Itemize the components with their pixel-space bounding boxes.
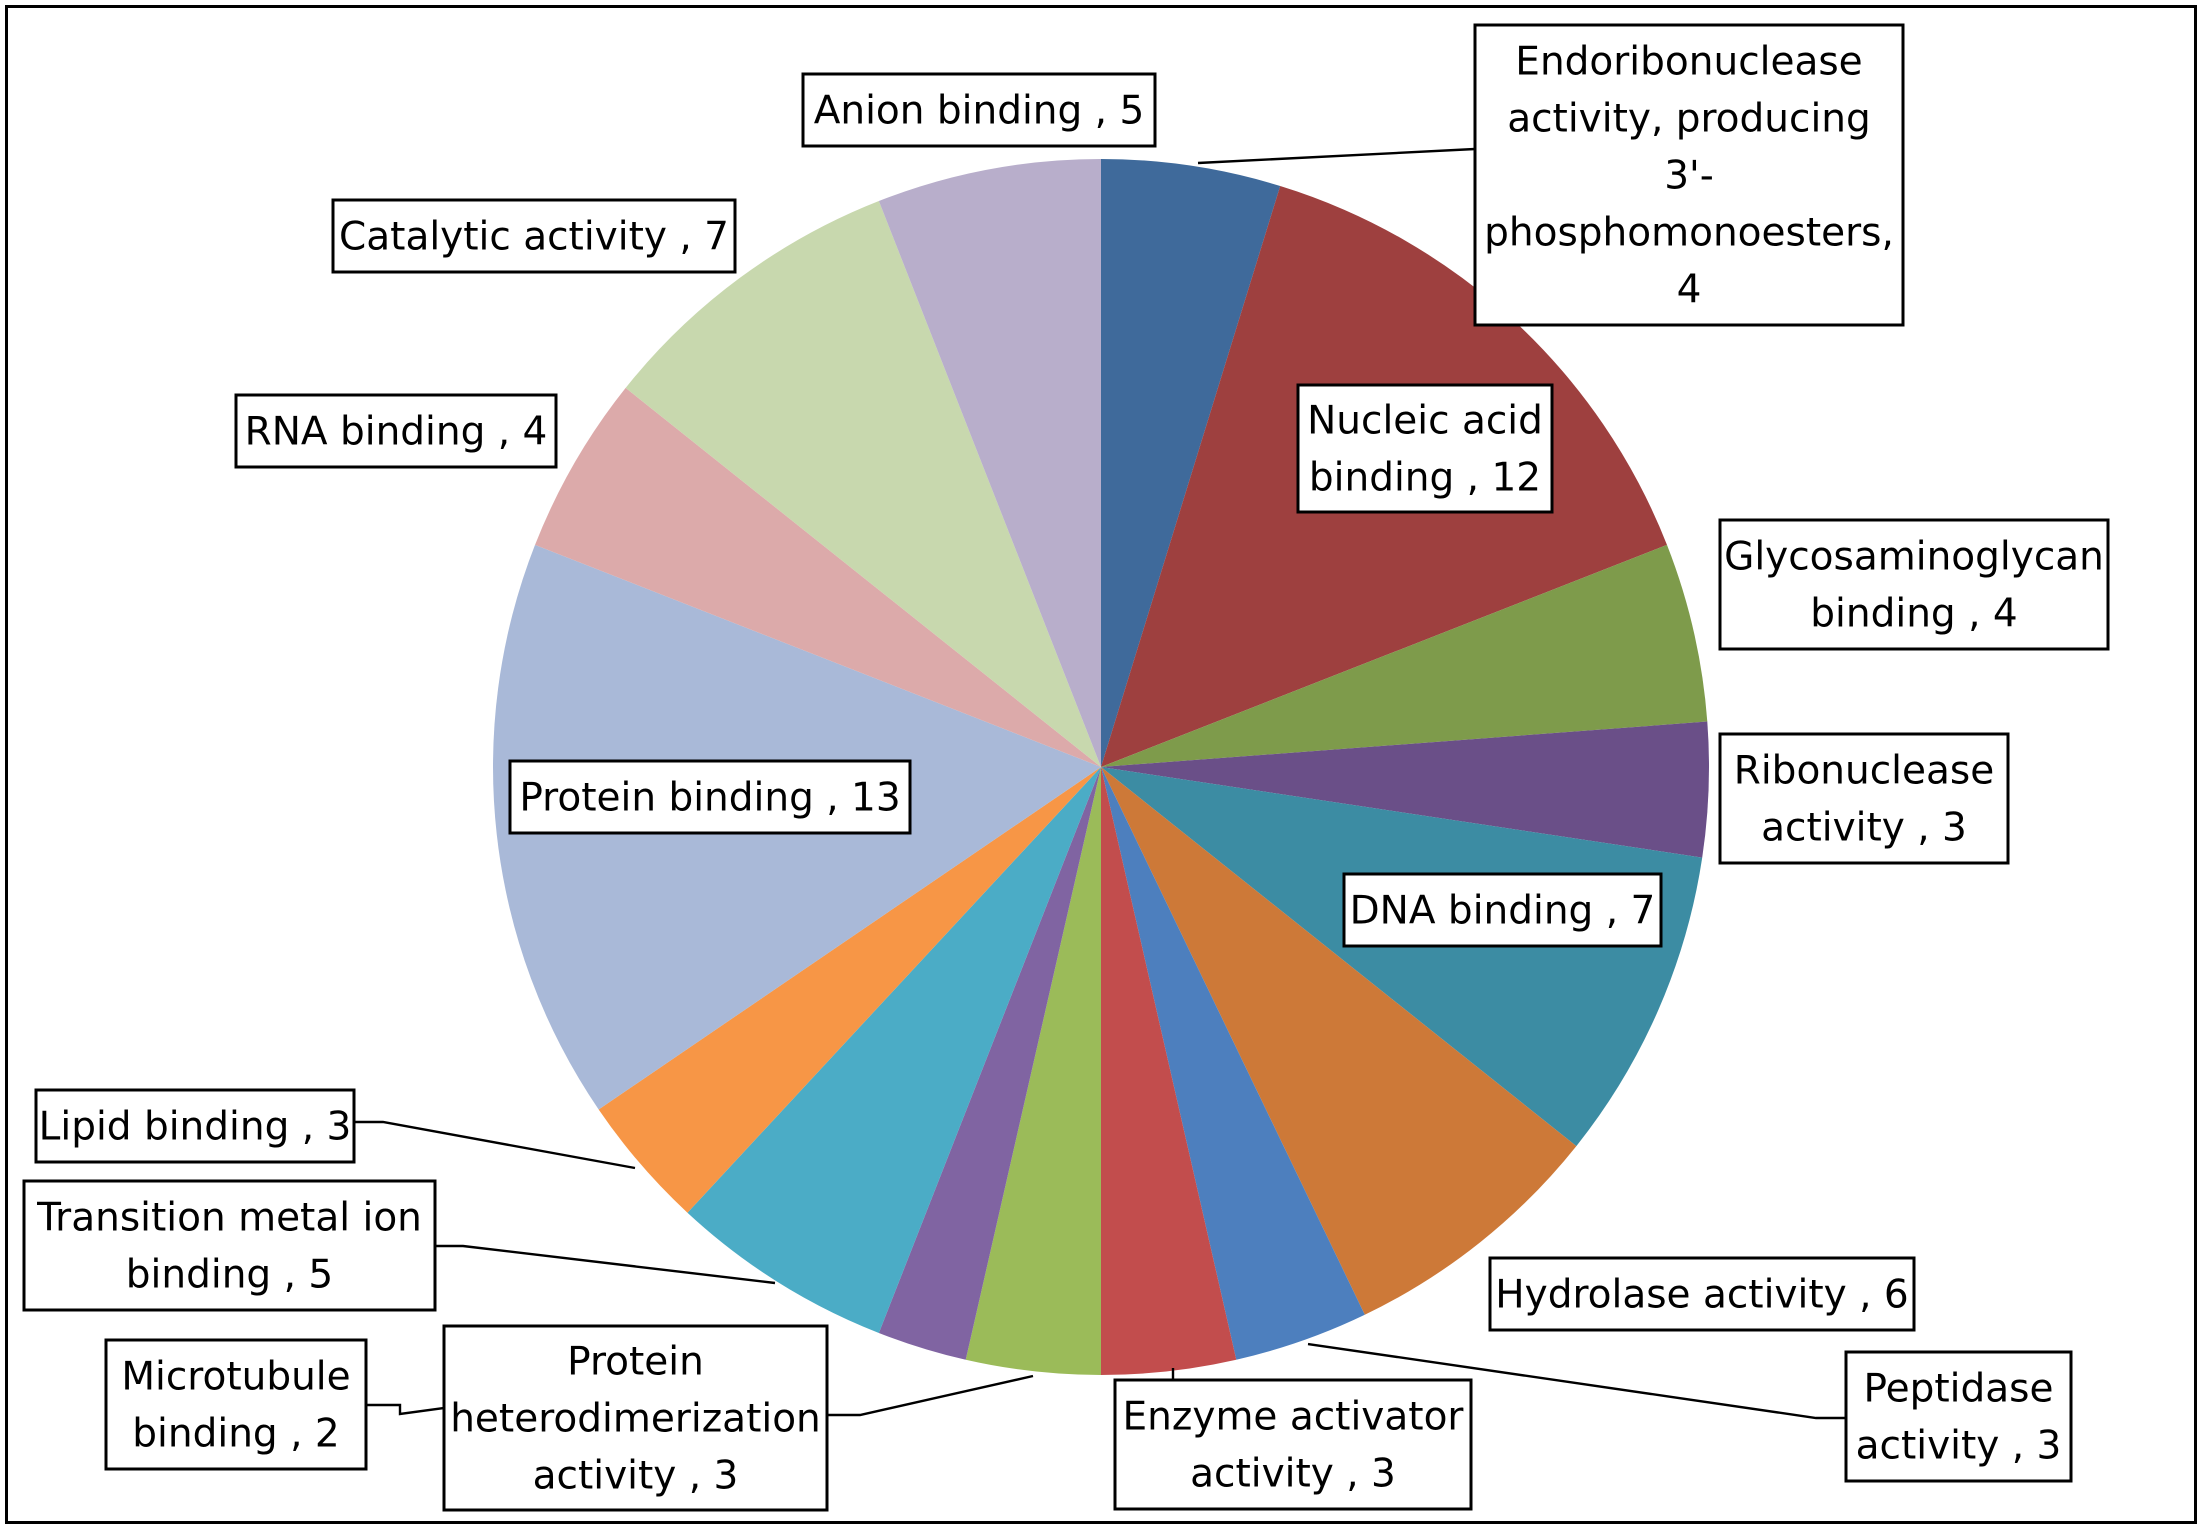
pie-slice-endoribonuclease-activity-producing-3-phosphomonoesters — [1101, 159, 1281, 767]
label-box — [442, 1324, 829, 1512]
label-text-line: 4 — [1677, 268, 1702, 313]
slice-label-glycosaminoglycan-binding: Glycosaminoglycan binding , 4 — [1718, 518, 2110, 651]
leader-line-endoribonuclease-activity-producing-3-phosphomonoesters — [1197, 147, 1476, 165]
label-text-line: RNA binding , 4 — [245, 410, 548, 455]
label-text-line: phosphomonoesters, — [1484, 211, 1894, 256]
label-box — [234, 393, 558, 469]
label-text-line: Hydrolase activity , 6 — [1495, 1273, 1908, 1318]
label-text-line: Anion binding , 5 — [814, 89, 1145, 134]
slice-label-peptidase-activity: Peptidase activity , 3 — [1844, 1350, 2073, 1483]
label-text-line: Microtubule — [121, 1355, 350, 1400]
label-box — [508, 759, 912, 835]
label-text-line: Lipid binding , 3 — [39, 1105, 352, 1150]
label-box — [1296, 383, 1554, 514]
slice-label-nucleic-acid-binding: Nucleic acid binding , 12 — [1296, 383, 1554, 514]
pie-slice-protein-heterodimerization-activity — [965, 767, 1101, 1375]
label-box — [1473, 23, 1905, 327]
pie-slice-enzyme-activator-activity — [1101, 767, 1237, 1375]
label-text-line: binding , 4 — [1810, 592, 2017, 637]
slice-label-protein-binding: Protein binding , 13 — [508, 759, 912, 835]
label-box — [1718, 518, 2110, 651]
pie-slice-hydrolase-activity — [1101, 767, 1577, 1315]
slice-label-anion-binding: Anion binding , 5 — [801, 72, 1157, 148]
label-text-line: activity , 3 — [533, 1454, 739, 1499]
slice-label-hydrolase-activity: Hydrolase activity , 6 — [1488, 1256, 1916, 1332]
label-box — [1718, 732, 2010, 865]
label-box — [104, 1338, 368, 1471]
pie-slice-anion-binding — [878, 159, 1101, 767]
label-text-line: binding , 5 — [126, 1253, 333, 1298]
slice-labels: Endoribonuclease activity, producing 3'- ph… — [22, 23, 2110, 1512]
pie-chart: Endoribonuclease activity, producing 3'- ph… — [22, 23, 2110, 1512]
pie-slice-dna-binding — [1101, 767, 1703, 1147]
label-text-line: DNA binding , 7 — [1350, 889, 1656, 934]
label-text-line: Catalytic activity , 7 — [339, 215, 729, 260]
label-text-line: 3'- — [1664, 154, 1714, 199]
label-text-line: activity , 3 — [1190, 1452, 1396, 1497]
label-text-line: activity , 3 — [1856, 1424, 2062, 1469]
pie-slice-lipid-binding — [598, 767, 1101, 1213]
slice-label-protein-heterodimerization-activity: Protein heterodimerization activity , 3 — [442, 1324, 829, 1512]
label-text-line: Nucleic acid — [1307, 399, 1543, 444]
slice-label-catalytic-activity: Catalytic activity , 7 — [331, 198, 737, 274]
label-text-line: heterodimerization — [450, 1397, 821, 1442]
slice-label-transition-metal-ion-binding: Transition metal ion binding , 5 — [22, 1179, 437, 1312]
slice-label-microtubule-binding: Microtubule binding , 2 — [104, 1338, 368, 1471]
label-text-line: Peptidase — [1864, 1367, 2054, 1412]
label-text-line: Transition metal ion — [36, 1196, 422, 1241]
label-text-line: Glycosaminoglycan — [1724, 535, 2104, 580]
pie-slice-transition-metal-ion-binding — [687, 767, 1101, 1333]
pie-slice-glycosaminoglycan-binding — [1101, 544, 1708, 767]
leader-line-transition-metal-ion-binding — [435, 1244, 776, 1285]
slice-label-endoribonuclease-activity-producing-3-phosphomonoesters: Endoribonuclease activity, producing 3'- ph… — [1473, 23, 1905, 327]
slice-label-dna-binding: DNA binding , 7 — [1342, 872, 1663, 948]
label-text-line: activity, producing — [1507, 97, 1871, 142]
pie-slice-microtubule-binding — [878, 767, 1101, 1360]
chart-frame: Endoribonuclease activity, producing 3'- ph… — [5, 5, 2197, 1524]
label-text-line: Ribonuclease — [1734, 749, 1994, 794]
label-box — [22, 1179, 437, 1312]
slice-label-enzyme-activator-activity: Enzyme activator activity , 3 — [1113, 1378, 1473, 1511]
label-text-line: Enzyme activator — [1123, 1395, 1465, 1440]
leader-line-peptidase-activity — [1307, 1342, 1846, 1420]
label-text-line: Endoribonuclease — [1515, 40, 1862, 85]
label-box — [1488, 1256, 1916, 1332]
label-box — [1342, 872, 1663, 948]
slice-label-rna-binding: RNA binding , 4 — [234, 393, 558, 469]
leader-line-lipid-binding — [354, 1120, 636, 1170]
label-text-line: binding , 12 — [1309, 456, 1541, 501]
slice-label-ribonuclease-activity: Ribonuclease activity , 3 — [1718, 732, 2010, 865]
label-text-line: binding , 2 — [132, 1412, 339, 1457]
label-box — [801, 72, 1157, 148]
pie-slice-peptidase-activity — [1101, 767, 1365, 1360]
pie-slice-catalytic-activity — [625, 201, 1101, 767]
pie-slice-rna-binding — [535, 387, 1101, 767]
pie-slice-ribonuclease-activity — [1101, 721, 1710, 858]
label-text-line: activity , 3 — [1761, 806, 1967, 851]
label-box — [331, 198, 737, 274]
label-box — [1844, 1350, 2073, 1483]
label-text-line: Protein binding , 13 — [519, 776, 900, 821]
leader-line-protein-heterodimerization-activity — [827, 1374, 1034, 1417]
label-text-line: Protein — [567, 1340, 704, 1385]
label-box — [1113, 1378, 1473, 1511]
slice-label-lipid-binding: Lipid binding , 3 — [34, 1088, 356, 1164]
label-box — [34, 1088, 356, 1164]
